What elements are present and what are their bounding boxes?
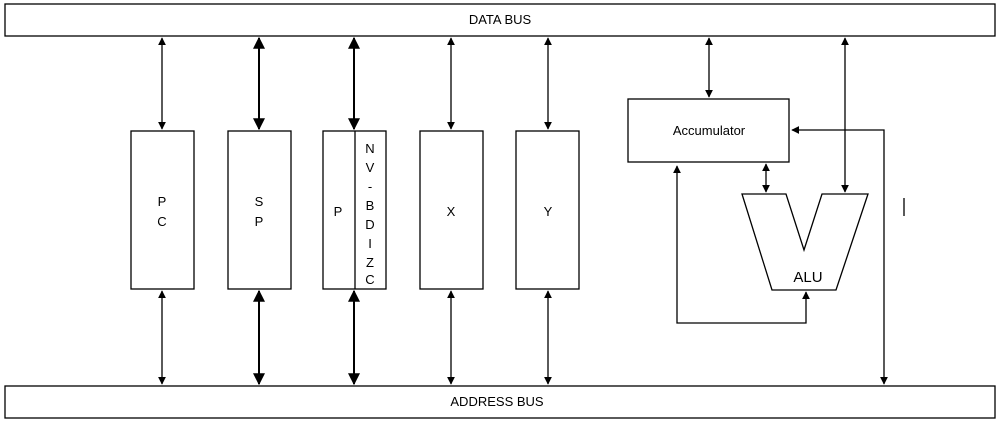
register-data-bus-arrows (158, 36, 552, 131)
accumulator: Accumulator (627, 98, 790, 163)
register-pc-label-2: C (157, 214, 166, 229)
register-sp-label-2: P (255, 214, 264, 229)
status-flags: N V - B D I Z C (365, 141, 374, 287)
flag-b: B (366, 198, 375, 213)
accumulator-label: Accumulator (673, 123, 746, 138)
register-x-label: X (447, 204, 456, 219)
register-p: P N V - B D I Z C (322, 130, 387, 290)
flag-dash: - (368, 179, 372, 194)
register-pc: P C (130, 130, 195, 290)
register-address-bus-arrows (158, 289, 552, 386)
register-x: X (419, 130, 484, 290)
register-pc-label-1: P (158, 194, 167, 209)
flag-z: Z (366, 255, 374, 270)
register-y: Y (515, 130, 580, 290)
data-bus-label: DATA BUS (469, 12, 532, 27)
address-bus: ADDRESS BUS (4, 385, 996, 419)
flag-v: V (366, 160, 375, 175)
data-bus: DATA BUS (4, 3, 996, 37)
address-bus-accumulator-path (791, 126, 888, 385)
register-sp: S P (227, 130, 292, 290)
flag-c: C (365, 272, 374, 287)
flag-d: D (365, 217, 374, 232)
register-p-label: P (334, 204, 343, 219)
flag-i: I (368, 236, 372, 251)
alu-label: ALU (793, 269, 822, 286)
address-bus-label: ADDRESS BUS (450, 394, 544, 409)
register-sp-label-1: S (255, 194, 264, 209)
flag-n: N (365, 141, 374, 156)
alu: ALU (741, 193, 869, 291)
register-y-label: Y (544, 204, 553, 219)
